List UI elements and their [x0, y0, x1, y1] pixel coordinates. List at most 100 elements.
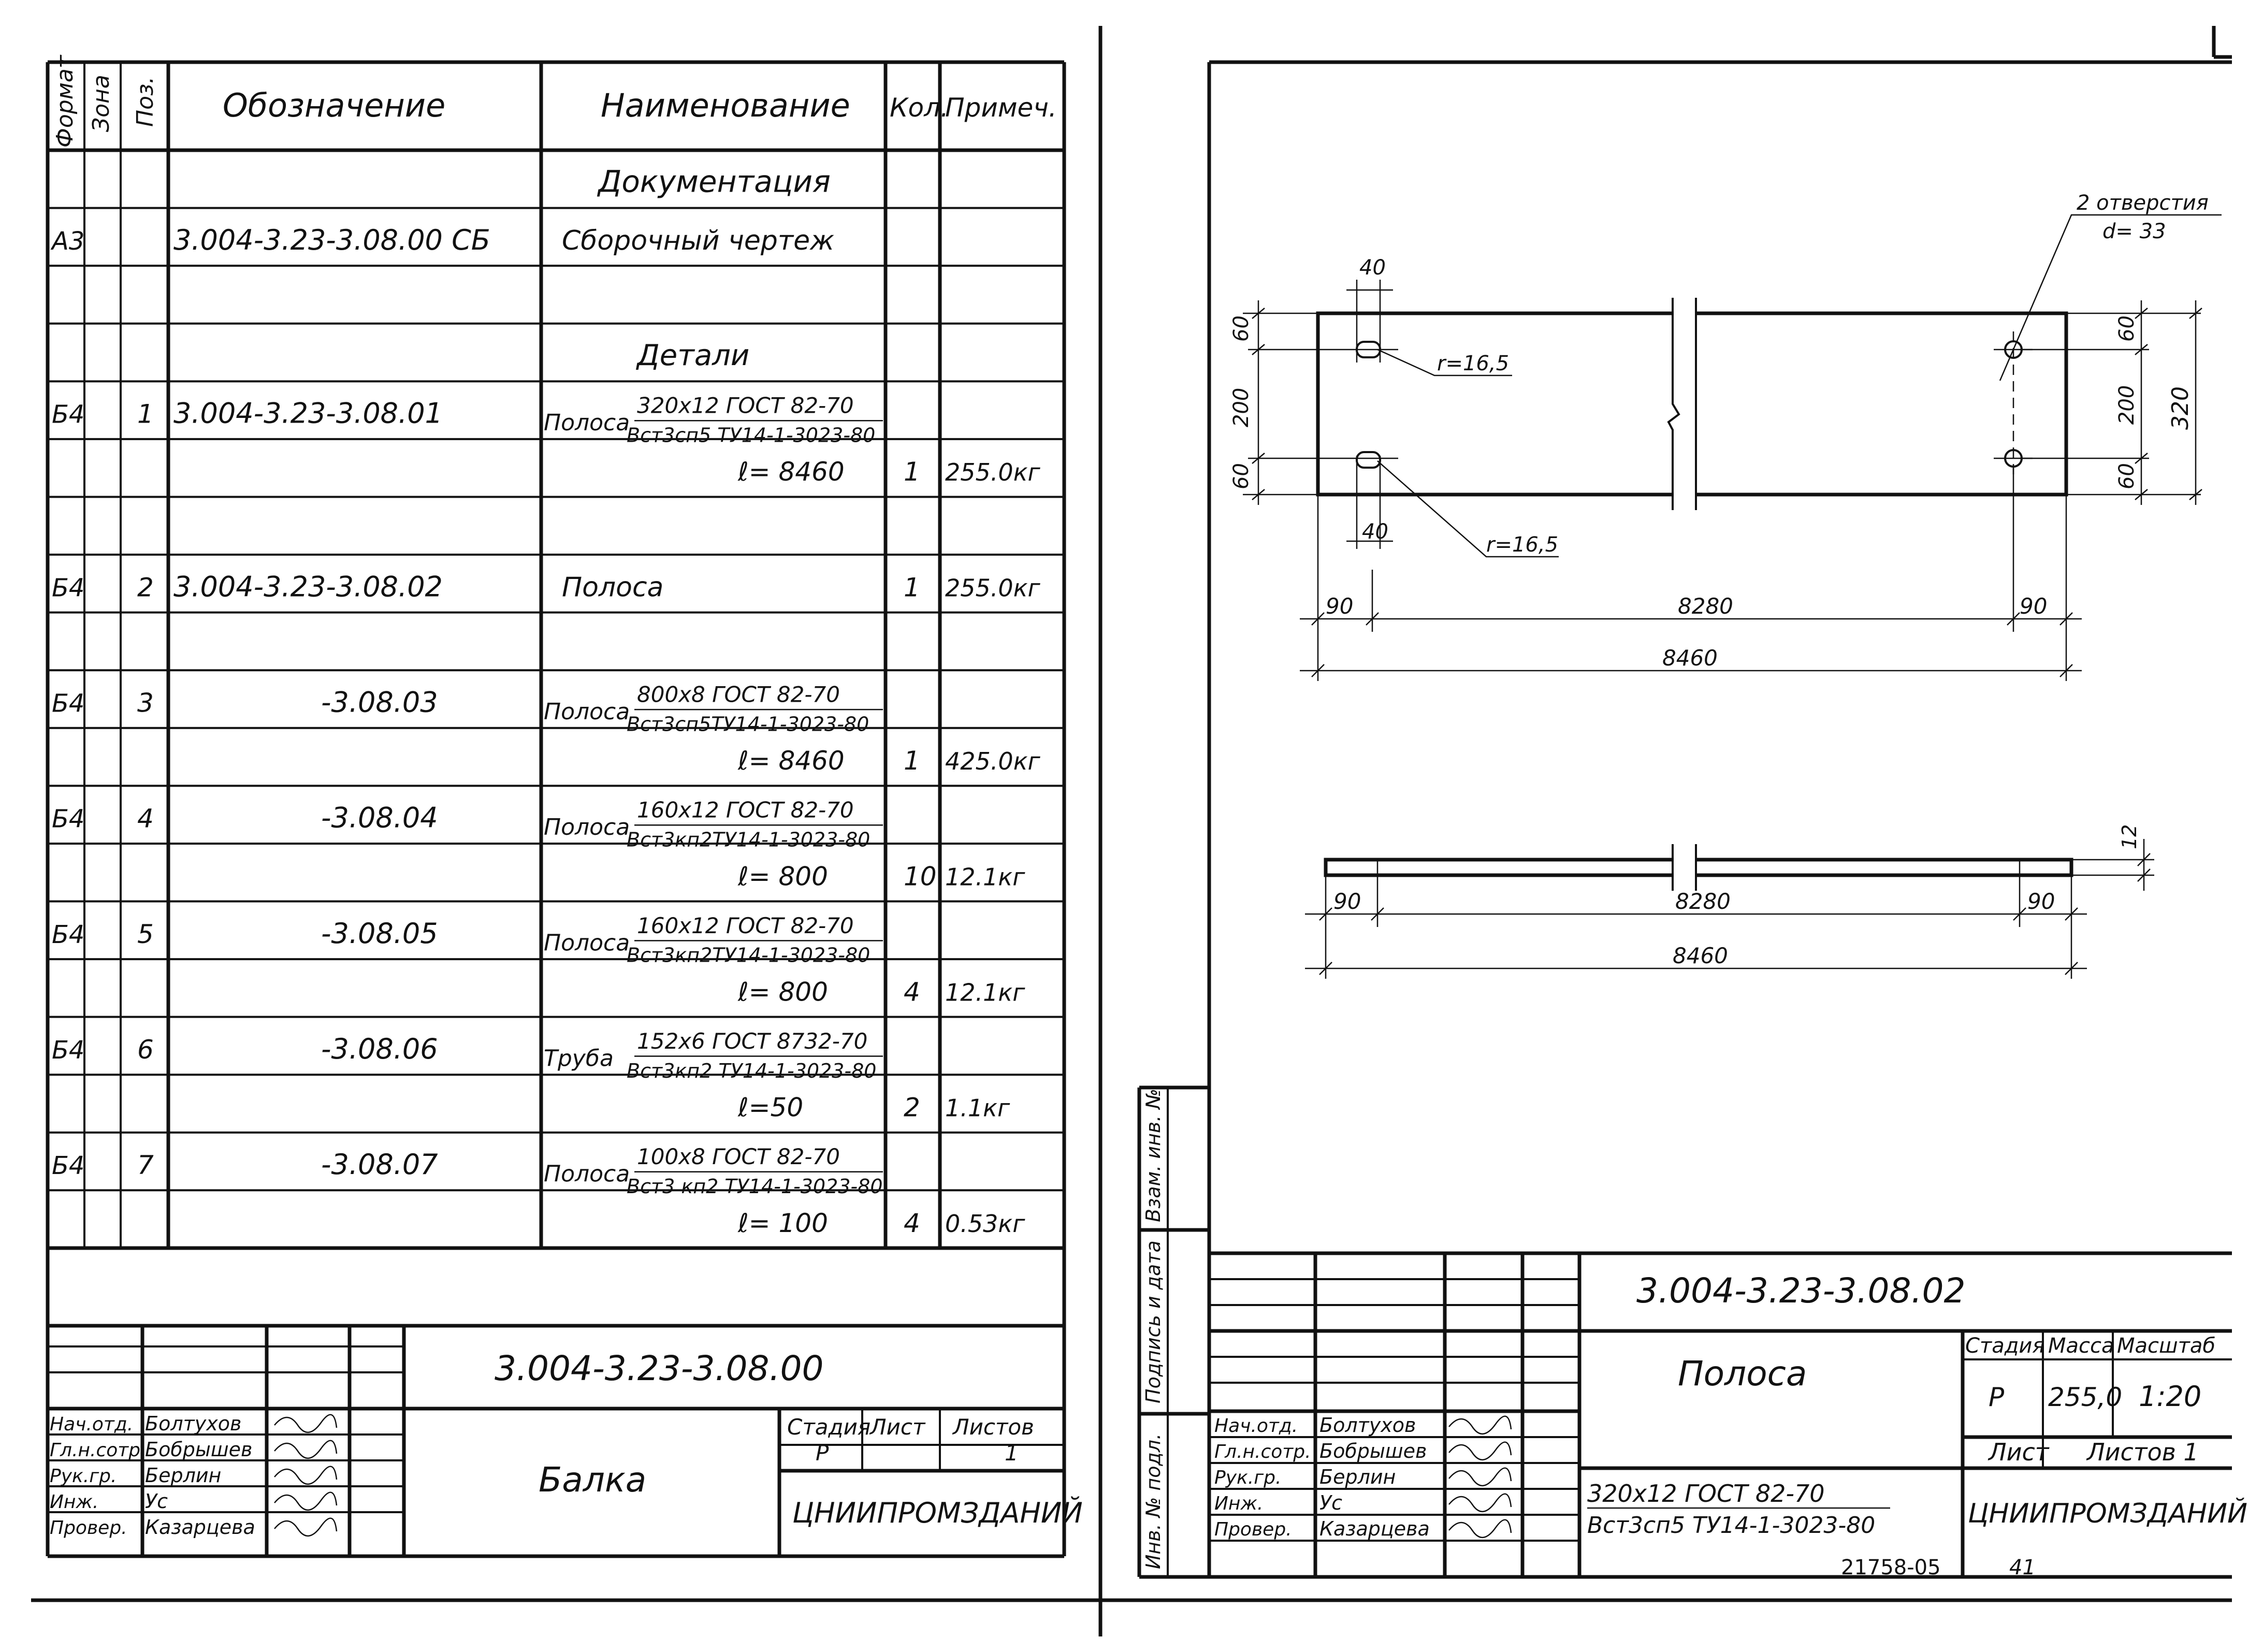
- row-name: ℓ= 800: [737, 861, 828, 891]
- side-thickness-12: 12: [2118, 824, 2141, 849]
- row-designation: 3.004-3.23-3.08.00 СБ: [173, 224, 490, 256]
- left-title-block: 3.004-3.23-3.08.00 Балка Стадия Лист Лис…: [48, 1324, 1083, 1556]
- row-name-material: Вст3сп5 ТУ14-1-3023-80: [627, 424, 875, 446]
- radius-bottom-label: r=16,5: [1486, 533, 1558, 557]
- signatory-name: Ус: [145, 1490, 168, 1513]
- signatory-name: Болтухов: [145, 1412, 241, 1435]
- row-quantity: 4: [904, 1208, 920, 1238]
- row-note: 12.1кг: [945, 863, 1025, 891]
- signature: [274, 1491, 338, 1511]
- dim-8280: 8280: [1678, 593, 1733, 619]
- row-position: 2: [137, 572, 154, 602]
- signatory-role: Провер.: [1214, 1519, 1292, 1540]
- header-format: Формат: [52, 54, 78, 148]
- row-format: Б4: [52, 920, 84, 949]
- row-quantity: 1: [904, 457, 920, 487]
- right-scale-value: 1:20: [2139, 1380, 2201, 1413]
- row-designation: -3.08.03: [321, 686, 438, 719]
- row-name-material: Вст3кп2ТУ14-1-3023-80: [627, 944, 870, 967]
- row-designation: 3.004-3.23-3.08.01: [173, 397, 443, 430]
- row-note: 255.0кг: [945, 458, 1040, 486]
- signature: [274, 1414, 338, 1433]
- left-dim-60-top: 60: [1229, 315, 1253, 342]
- row-name-prefix: Полоса: [544, 1161, 630, 1187]
- row-designation: 3.004-3.23-3.08.02: [173, 570, 443, 603]
- row-note: 1.1кг: [945, 1094, 1010, 1122]
- row-name-prefix: Полоса: [544, 410, 630, 436]
- row-note: 425.0кг: [945, 747, 1040, 775]
- dim-8460: 8460: [1662, 645, 1718, 671]
- row-name-prefix: Полоса: [544, 814, 630, 841]
- side-label-signature-date: Подпись и дата: [1142, 1240, 1165, 1403]
- signature: [1448, 1519, 1512, 1539]
- right-doc-title: Полоса: [1678, 1354, 1807, 1394]
- row-name-standard: 152х6 ГОСТ 8732-70: [637, 1028, 867, 1054]
- right-mass-value: 255,0: [2048, 1382, 2122, 1412]
- signatory-role: Рук.гр.: [50, 1466, 117, 1487]
- header-designation: Обозначение: [223, 86, 445, 124]
- left-doc-title: Балка: [539, 1460, 646, 1500]
- left-sheet: Формат Зона Поз. Обозначение Наименовани…: [46, 54, 1083, 1558]
- signatory-name: Болтухов: [1319, 1414, 1416, 1437]
- side-dim-8460: 8460: [1673, 943, 1728, 968]
- row-quantity: 10: [904, 861, 937, 891]
- row-name-prefix: Полоса: [544, 699, 630, 725]
- signature: [1448, 1441, 1512, 1461]
- right-title-block: 3.004-3.23-3.08.02 Полоса 320х12 ГОСТ 82…: [1209, 1251, 2247, 1577]
- right-mass-label: Масса: [2048, 1334, 2114, 1358]
- row-position: 7: [137, 1150, 154, 1180]
- row-position: 5: [137, 919, 154, 949]
- right-stage-label: Стадия: [1965, 1334, 2044, 1358]
- spec-table-grid: [48, 62, 1064, 1250]
- row-name-standard: 160х12 ГОСТ 82-70: [637, 913, 854, 938]
- row-name-material: Вст3сп5ТУ14-1-3023-80: [627, 713, 869, 735]
- signatory-role: Гл.н.сотр.: [1214, 1441, 1311, 1462]
- signatory-role: Провер.: [50, 1517, 127, 1539]
- side-stamp: Взам. инв. № Подпись и дата Инв. № подл.: [1137, 1085, 1209, 1577]
- row-position: 4: [137, 804, 154, 834]
- footer-stamp: 21758-05: [1841, 1556, 1941, 1579]
- signature: [1448, 1467, 1512, 1487]
- row-designation: -3.08.07: [321, 1148, 438, 1181]
- signature: [1448, 1415, 1512, 1435]
- row-format: Б4: [52, 400, 84, 429]
- right-sheets-label: Листов 1: [2086, 1438, 2199, 1466]
- row-name-prefix: Полоса: [544, 930, 630, 956]
- signature: [274, 1517, 338, 1537]
- row-name-standard: 320х12 ГОСТ 82-70: [637, 393, 854, 418]
- signatory-role: Нач.отд.: [50, 1414, 133, 1435]
- header-qty: Кол.: [890, 93, 949, 123]
- row-quantity: 2: [904, 1093, 920, 1123]
- row-name-material: Вст3кп2ТУ14-1-3023-80: [627, 829, 870, 851]
- row-name: ℓ= 800: [737, 977, 828, 1007]
- left-organization: ЦНИИПРОМЗДАНИЙ: [792, 1497, 1083, 1529]
- radius-top-label: r=16,5: [1437, 352, 1509, 375]
- side-dim-90-left: 90: [1333, 889, 1361, 914]
- right-material-bottom: Вст3сп5 ТУ14-1-3023-80: [1587, 1512, 1875, 1539]
- left-dim-200: 200: [1229, 388, 1253, 427]
- row-name: Документация: [597, 164, 831, 199]
- signatory-role: Инж.: [50, 1491, 98, 1513]
- signatory-name: Казарцева: [1319, 1517, 1430, 1540]
- left-sheets-value: 1: [1005, 1440, 1019, 1466]
- left-doc-code: 3.004-3.23-3.08.00: [495, 1349, 823, 1388]
- strip-side-view: 12 90 8280 90 8460: [1305, 824, 2154, 979]
- signature: [274, 1440, 338, 1459]
- header-zone: Зона: [88, 75, 114, 132]
- row-name: ℓ=50: [737, 1093, 803, 1123]
- table-row: ℓ= 8460 1 255.0кг: [737, 457, 1040, 487]
- header-pos: Поз.: [132, 77, 158, 127]
- row-note: 255.0кг: [945, 574, 1040, 602]
- strip-plan-view: 60 200 60 60 200 60 320 40 40: [1229, 191, 2222, 681]
- row-name: ℓ= 8460: [737, 457, 845, 487]
- row-quantity: 1: [904, 746, 920, 776]
